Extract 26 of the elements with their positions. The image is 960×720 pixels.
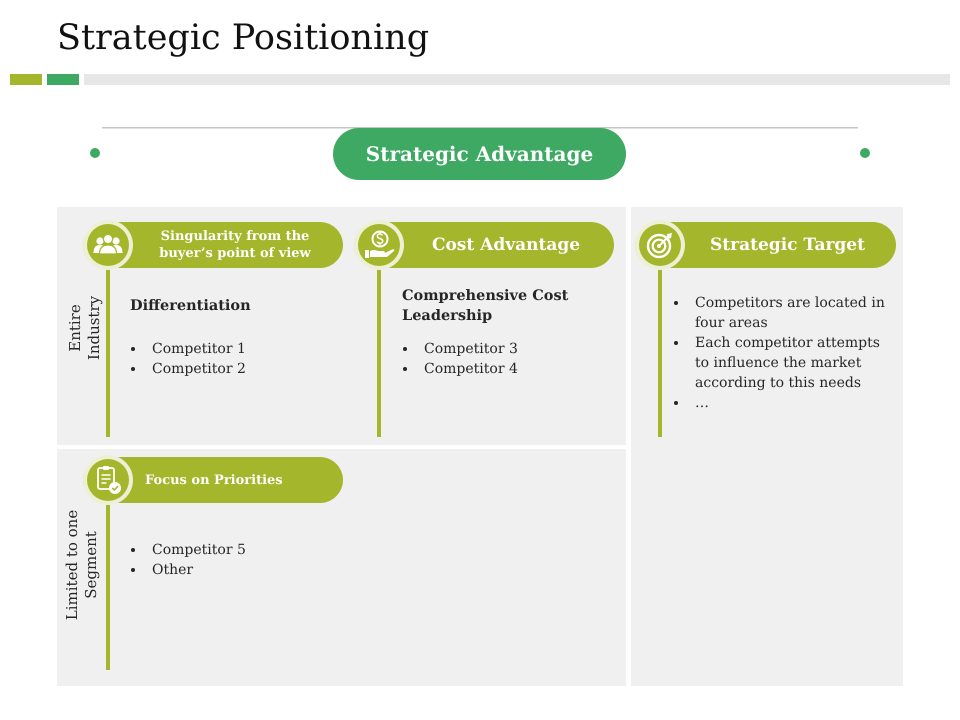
panel bbox=[57, 449, 626, 686]
banner-text: Cost Advantage bbox=[432, 235, 580, 255]
banner-text: Strategic Target bbox=[710, 235, 865, 255]
heading-banner bbox=[83, 222, 343, 268]
heading-banner bbox=[83, 457, 343, 503]
bullet-item: … bbox=[673, 393, 895, 413]
bullet-item: Competitor 3 bbox=[402, 339, 592, 359]
row-label: Entire Industry bbox=[66, 294, 104, 362]
subheading: Differentiation bbox=[130, 296, 252, 316]
subheading: Comprehensive Cost Leadership bbox=[402, 286, 570, 326]
bullet-item: Each competitor attempts to influence the market according to this needs bbox=[673, 333, 895, 393]
bullet-item: Competitor 2 bbox=[130, 359, 330, 379]
bullet-item: Competitor 1 bbox=[130, 339, 330, 359]
bullet-item: Other bbox=[130, 560, 330, 580]
banner-text: Singularity from the buyer’s point of view bbox=[158, 228, 312, 262]
panel bbox=[631, 207, 903, 686]
banner-text: Focus on Priorities bbox=[145, 472, 283, 488]
heading-banner: Strategic Advantage bbox=[333, 128, 626, 180]
heading-banner bbox=[635, 222, 896, 268]
title: Strategic Positioning bbox=[57, 17, 430, 60]
heading-banner bbox=[354, 222, 614, 268]
panel bbox=[57, 207, 626, 445]
row-label: Limited to one Segment bbox=[63, 508, 101, 622]
bullet-item: Competitor 5 bbox=[130, 540, 330, 560]
bullet-item: Competitor 4 bbox=[402, 359, 592, 379]
bullet-item: Competitors are located in four areas bbox=[673, 293, 895, 333]
